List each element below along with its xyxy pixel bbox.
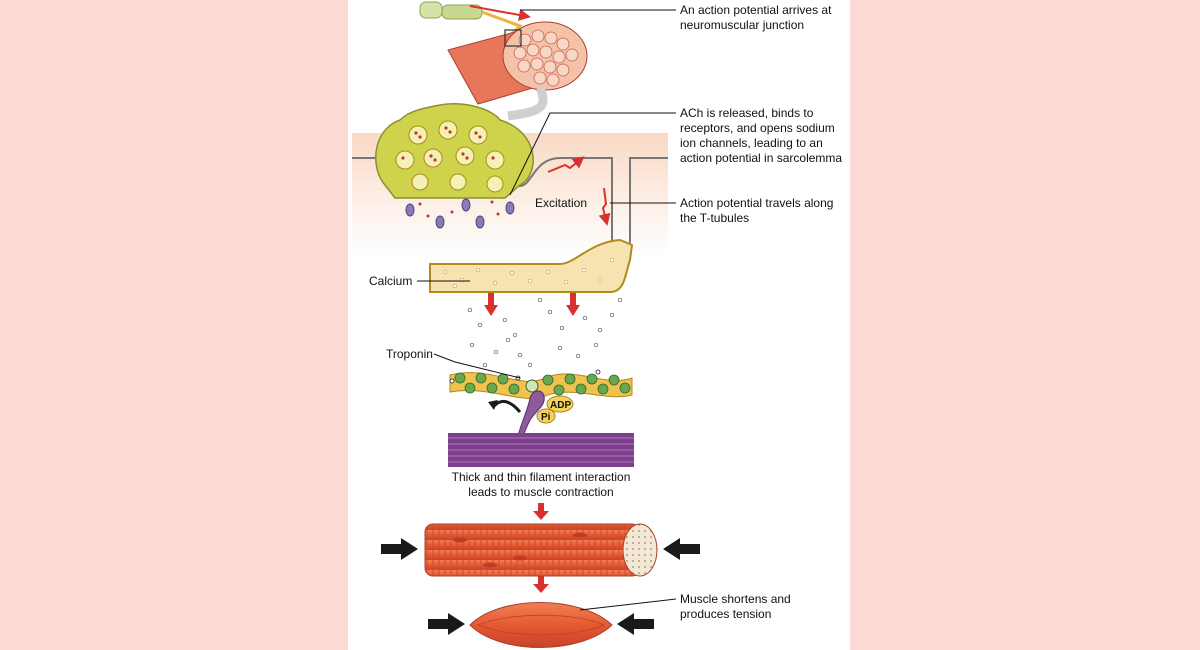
sarcoplasmic-reticulum (429, 238, 634, 293)
action-potential-arrows (547, 156, 611, 226)
axon-terminal (374, 103, 534, 229)
label-line: An action potential arrives at (680, 3, 832, 17)
label-line: Action potential travels along (680, 196, 834, 210)
label-line: ACh is released, binds to (680, 106, 814, 120)
label-excitation: Excitation (535, 196, 588, 210)
label-line: Thick and thin filament interaction (451, 470, 631, 484)
thick-filament-band (448, 433, 634, 467)
label-action-potential-arrives: An action potential arrives at neuromusc… (680, 3, 831, 33)
label-muscle-shortens: Muscle shortens and produces tension (680, 592, 791, 622)
compression-arrows-bottom (428, 613, 654, 635)
thin-filament (449, 369, 633, 399)
label-line: neuromuscular junction (680, 18, 805, 32)
calcium-in-sr (442, 257, 615, 289)
label-line: ion channels, leading to an (680, 136, 823, 150)
label-t-tubules: Action potential travels along the T-tub… (680, 196, 833, 226)
leader-lines (417, 9, 677, 611)
label-troponin: Troponin (386, 347, 433, 361)
label-line: Muscle shortens and (680, 592, 791, 606)
label-line: the T-tubules (680, 211, 750, 225)
label-adp: ADP (550, 400, 572, 411)
calcium-release-arrows (484, 293, 580, 316)
label-line: receptors, and opens sodium (680, 121, 835, 135)
shortened-muscle (469, 602, 613, 648)
muscle-fiber-bundle (447, 21, 588, 105)
released-calcium-ions (467, 297, 623, 368)
myosin-head (517, 390, 545, 439)
label-pi: Pi (541, 412, 551, 423)
compression-arrows-top (381, 538, 700, 560)
label-line: action potential in sarcolemma (680, 151, 843, 165)
stage-arrows (533, 503, 549, 593)
power-stroke-arrow (492, 400, 522, 413)
label-line: produces tension (680, 607, 772, 621)
label-line: leads to muscle contraction (468, 485, 614, 499)
adp-molecule (546, 395, 574, 413)
label-ach-released: ACh is released, binds to receptors, and… (680, 106, 842, 166)
zoom-arrow (507, 86, 548, 121)
label-filament-interaction: Thick and thin filament interaction lead… (441, 470, 641, 500)
muscle-fiber-cylinder (424, 523, 658, 577)
pi-molecule (536, 408, 556, 424)
label-calcium: Calcium (369, 274, 413, 288)
